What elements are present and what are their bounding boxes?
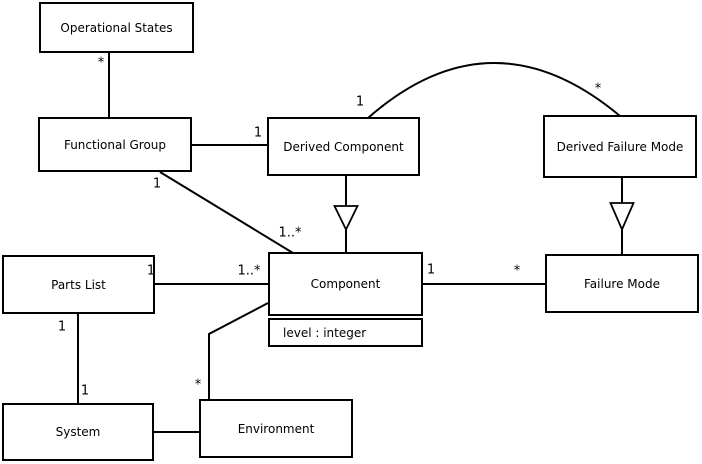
multiplicity-label-derivedcomponent-derivedfailuremode: *	[594, 81, 602, 97]
multiplicity-label-partslist-component: 1..*	[237, 263, 261, 279]
multiplicity-label-component-failuremode: 1	[426, 262, 436, 278]
class-box-failure-mode[interactable]: Failure Mode	[545, 254, 699, 313]
class-box-system[interactable]: System	[2, 403, 154, 461]
edge-derivedcomponent-derivedfailuremode-arc	[367, 62, 621, 119]
class-name-parts-list: Parts List	[51, 277, 106, 292]
multiplicity-label-functionalgroup-component: 1	[152, 176, 162, 192]
generalization-arrow-derivedcomponent	[333, 205, 359, 232]
multiplicity-label-functionalgroup-derivedcomponent: 1	[253, 125, 263, 141]
multiplicity-label-component-environment: *	[194, 377, 202, 393]
class-name-system: System	[55, 425, 101, 439]
class-name-derived-component: Derived Component	[283, 139, 404, 154]
class-box-component[interactable]: Component	[268, 252, 423, 316]
multiplicity-label-partslist-system: 1	[80, 383, 90, 399]
multiplicity-label-functionalgroup-operationalstates: *	[97, 55, 105, 71]
edge-functionalgroup-component	[159, 171, 294, 254]
class-box-parts-list[interactable]: Parts List	[2, 255, 155, 314]
class-box-derived-component[interactable]: Derived Component	[267, 117, 420, 176]
class-name-environment: Environment	[237, 421, 315, 436]
class-box-environment[interactable]: Environment	[199, 399, 353, 458]
edge-component-environment	[208, 302, 269, 399]
class-name-derived-failure-mode: Derived Failure Mode	[556, 139, 684, 154]
multiplicity-label-partslist-component: 1	[146, 263, 156, 279]
multiplicity-label-derivedcomponent-derivedfailuremode: 1	[355, 94, 365, 110]
generalization-arrow-derivedfailuremode	[609, 202, 635, 232]
class-name-operational-states: Operational States	[60, 20, 173, 35]
multiplicity-label-component-failuremode: *	[513, 263, 521, 279]
class-name-failure-mode: Failure Mode	[584, 276, 660, 291]
class-name-functional-group: Functional Group	[63, 137, 167, 152]
class-name-component: Component	[310, 277, 381, 291]
multiplicity-label-partslist-system: 1	[57, 319, 67, 335]
class-box-functional-group[interactable]: Functional Group	[38, 117, 192, 172]
class-attributes-component: level : integer	[268, 318, 423, 347]
attribute-label-component: level : integer	[283, 325, 367, 340]
class-box-derived-failure-mode[interactable]: Derived Failure Mode	[543, 115, 697, 178]
multiplicity-label-functionalgroup-component: 1..*	[278, 225, 302, 241]
class-box-operational-states[interactable]: Operational States	[39, 2, 194, 53]
